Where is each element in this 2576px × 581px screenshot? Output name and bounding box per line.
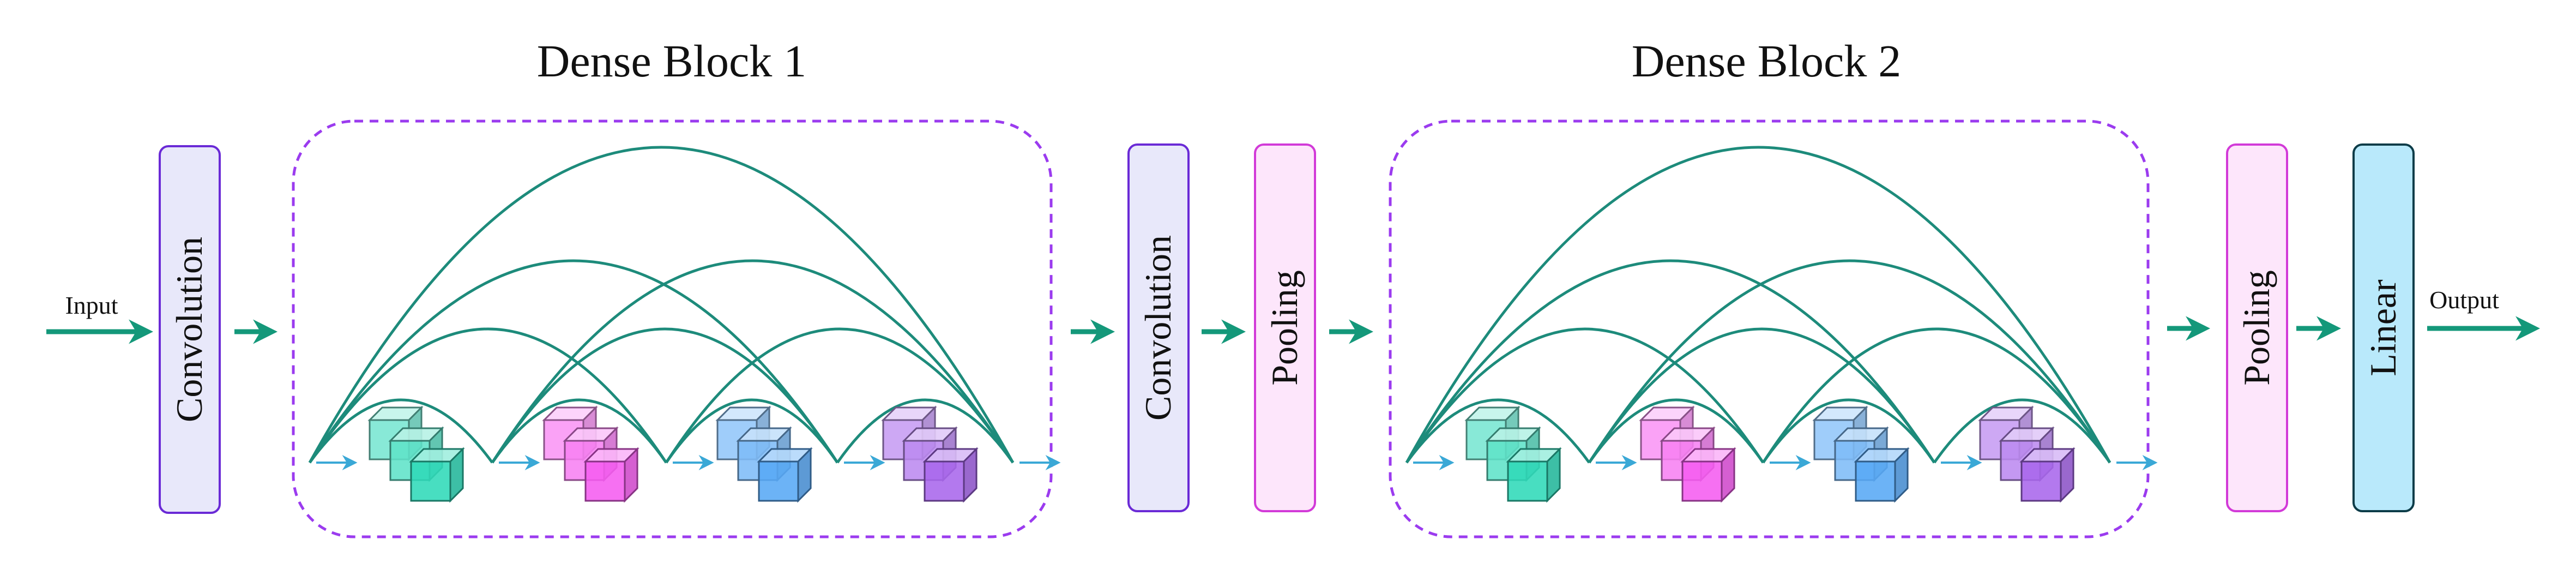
cube-stack-4-cube-3-front xyxy=(924,460,965,502)
layer-conv2: Convolution xyxy=(1127,143,1190,512)
cube-stack-2-cube-3-front xyxy=(584,460,626,502)
cube-stack-1-cube-3-front xyxy=(1507,460,1548,502)
cube-stack-1-cube-3 xyxy=(409,447,465,503)
cube-stack-3-cube-3-front xyxy=(758,460,799,502)
conv2-box xyxy=(1127,143,1190,512)
connection-arc-7 xyxy=(665,398,839,464)
dense-block-2-title: Dense Block 2 xyxy=(1632,36,1902,87)
layer-pool1: Pooling xyxy=(1254,143,1316,512)
cube-stack-3-cube-3 xyxy=(757,447,813,503)
cube-stack-2-cube-3 xyxy=(1680,447,1736,503)
cube-stack-3-cube-3 xyxy=(1854,447,1910,503)
connection-arc-8 xyxy=(1761,327,2112,464)
dense-block-1-cubes xyxy=(367,405,979,503)
output-label: Output xyxy=(2429,286,2499,314)
connection-arc-0 xyxy=(1405,398,1591,464)
connection-arc-0 xyxy=(308,398,494,464)
cube-stack-3-cube-3-front xyxy=(1855,460,1896,502)
cube-stack-1 xyxy=(367,405,465,503)
dense-block-2 xyxy=(1389,119,2158,538)
cube-stack-4-cube-3 xyxy=(922,447,979,503)
dense-block-2-border xyxy=(1389,119,2150,538)
connection-arc-2 xyxy=(1405,259,1936,464)
cube-stack-3 xyxy=(715,405,813,503)
dense-block-1-connections xyxy=(308,146,1015,464)
pool2-label: Pooling xyxy=(2236,270,2277,386)
dense-block-1-border xyxy=(292,119,1053,538)
cube-stack-4-cube-3-front xyxy=(2020,460,2062,502)
dense-block-2-connections xyxy=(1405,146,2112,464)
cube-stack-4-cube-3 xyxy=(2019,447,2076,503)
connection-arc-9 xyxy=(836,398,1015,464)
cube-stack-2-cube-3-front xyxy=(1681,460,1723,502)
connection-arc-4 xyxy=(491,398,668,464)
connection-arc-2 xyxy=(308,259,839,464)
connection-arc-3 xyxy=(308,146,1015,464)
input-label: Input xyxy=(65,291,118,319)
cube-stack-2-cube-3 xyxy=(583,447,640,503)
connection-arc-1 xyxy=(1405,327,1765,464)
cube-stack-4 xyxy=(881,405,979,503)
connection-arc-8 xyxy=(665,327,1015,464)
linear-label: Linear xyxy=(2362,279,2404,376)
conv2-label: Convolution xyxy=(1137,235,1179,421)
dense-block-1 xyxy=(292,119,1061,538)
connection-arc-9 xyxy=(1933,398,2112,464)
cube-stack-2 xyxy=(1639,405,1736,503)
flow-arrows xyxy=(46,316,2540,344)
layer-linear: Linear xyxy=(2352,143,2415,512)
dense-block-2-cubes xyxy=(1464,405,2076,503)
conv1-box xyxy=(159,145,221,514)
pool2-box xyxy=(2226,143,2288,512)
connection-arc-6 xyxy=(1588,259,2112,464)
linear-box xyxy=(2352,143,2415,512)
layer-pool2: Pooling xyxy=(2226,143,2288,512)
connection-arc-3 xyxy=(1405,146,2112,464)
pool1-box xyxy=(1254,143,1316,512)
cube-stack-3 xyxy=(1812,405,1910,503)
cube-stack-1 xyxy=(1464,405,1562,503)
connection-arc-5 xyxy=(491,327,839,464)
cube-stack-1-cube-3-front xyxy=(410,460,451,502)
cube-stack-4 xyxy=(1978,405,2076,503)
connection-arc-6 xyxy=(491,259,1015,464)
conv1-label: Convolution xyxy=(168,237,210,422)
connection-arc-5 xyxy=(1588,327,1936,464)
connection-arc-7 xyxy=(1761,398,1936,464)
cube-stack-2 xyxy=(542,405,640,503)
layer-conv1: Convolution xyxy=(159,145,221,514)
cube-stack-1-cube-3 xyxy=(1506,447,1562,503)
dense-block-1-title: Dense Block 1 xyxy=(537,36,807,87)
pool1-label: Pooling xyxy=(1264,270,1305,386)
connection-arc-1 xyxy=(308,327,668,464)
connection-arc-4 xyxy=(1588,398,1765,464)
cube-stack-2-cube-1 xyxy=(1639,405,1695,462)
